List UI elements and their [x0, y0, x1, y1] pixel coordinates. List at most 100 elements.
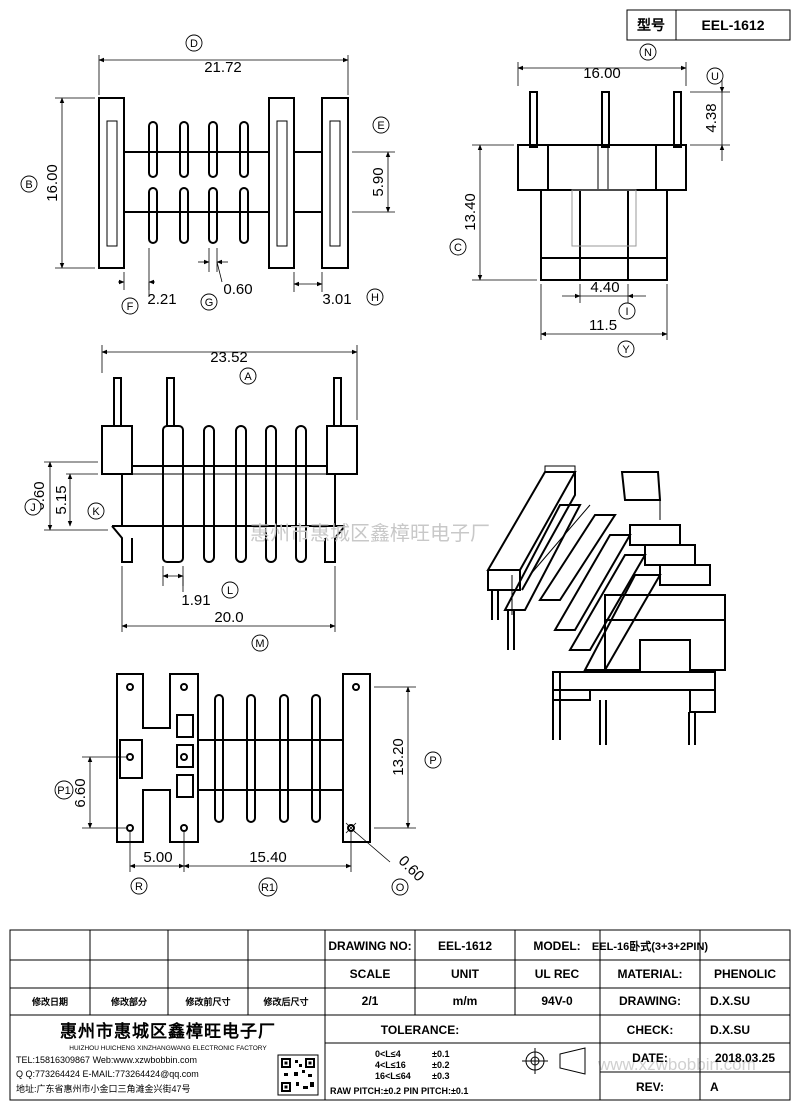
tolerance-label: TOLERANCE:	[381, 1023, 459, 1037]
dim-y-value: 11.5	[589, 317, 617, 334]
svg-text:D: D	[190, 38, 198, 50]
callout-c: C	[449, 238, 467, 256]
svg-text:F: F	[127, 301, 134, 313]
tol-value-3: ±0.3	[432, 1071, 449, 1081]
rev-header-before: 修改前尺寸	[184, 996, 230, 1007]
dim-m-value: 20.0	[214, 609, 243, 626]
rev-header-date: 修改日期	[31, 996, 68, 1007]
svg-text:J: J	[30, 502, 36, 514]
callout-d: D	[185, 34, 203, 52]
check-label: CHECK:	[627, 1023, 674, 1037]
side-view: 16.00 4.38 13.40 4.40 11.5	[462, 62, 730, 340]
dim-d-value: 21.72	[204, 59, 242, 76]
svg-text:R1: R1	[261, 882, 275, 894]
dim-h-value: 3.01	[322, 291, 351, 308]
watermark-center: 惠州市惠城区鑫樟旺电子厂	[250, 522, 490, 545]
svg-text:M: M	[255, 638, 264, 650]
callout-l: L	[221, 581, 239, 599]
callout-a: A	[239, 367, 257, 385]
unit-value: m/m	[453, 994, 478, 1008]
tol-value-1: ±0.1	[432, 1049, 449, 1059]
top-view: 21.72 16.00 5.90 2.21 0.60 3.01	[44, 55, 395, 308]
type-label: 型号	[637, 17, 665, 33]
material-label: MATERIAL:	[617, 967, 682, 981]
callout-i: I	[618, 302, 636, 320]
date-value: 2018.03.25	[715, 1051, 775, 1065]
svg-text:Y: Y	[622, 344, 630, 356]
callout-o: O	[391, 878, 409, 896]
tol-range-2: 4<L≤16	[375, 1060, 406, 1070]
dim-l-value: 1.91	[181, 592, 210, 609]
type-value: EEL-1612	[701, 17, 764, 33]
rev-header-after: 修改后尺寸	[262, 996, 308, 1007]
callout-b: B	[20, 175, 38, 193]
company-en: HUIZHOU HUICHENG XINZHANGWANG ELECTRONIC…	[69, 1045, 267, 1052]
date-label: DATE:	[632, 1051, 668, 1065]
svg-text:R: R	[135, 881, 143, 893]
dim-n-value: 16.00	[583, 65, 621, 82]
callout-m: M	[251, 634, 269, 652]
dim-i-value: 4.40	[590, 279, 619, 296]
watermark-bottom: www.xzwbobbin.com	[597, 1055, 756, 1074]
unit-label: UNIT	[451, 967, 480, 981]
svg-text:C: C	[454, 242, 462, 254]
callout-p1: P1	[54, 780, 74, 800]
rev-header-part: 修改部分	[110, 996, 147, 1007]
dim-e-value: 5.90	[370, 167, 387, 196]
qr-code	[277, 1054, 319, 1096]
material-value: PHENOLIC	[714, 967, 776, 981]
check-value: D.X.SU	[710, 1023, 750, 1037]
svg-text:P: P	[429, 755, 436, 767]
ul-rec-label: UL REC	[535, 967, 580, 981]
callout-p: P	[424, 751, 442, 769]
dim-g-value: 0.60	[223, 281, 252, 298]
svg-text:O: O	[396, 882, 405, 894]
projection-symbol	[522, 1047, 586, 1075]
svg-text:L: L	[227, 585, 233, 597]
svg-text:A: A	[244, 371, 252, 383]
tol-value-2: ±0.2	[432, 1060, 449, 1070]
dim-a-value: 23.52	[210, 349, 248, 366]
svg-text:E: E	[377, 120, 384, 132]
callout-j: J	[24, 498, 42, 516]
model-value: EEL-16卧式(3+3+2PIN)	[592, 939, 708, 953]
front-view: 23.52 6.60 5.15 1.91 20.0	[31, 345, 358, 632]
svg-text:K: K	[92, 506, 100, 518]
company-address: 地址:广东省惠州市小金口三角滩金兴街47号	[16, 1083, 191, 1094]
scale-value: 2/1	[362, 994, 379, 1008]
svg-text:U: U	[711, 71, 719, 83]
callout-r: R	[130, 877, 148, 895]
svg-text:I: I	[625, 306, 628, 318]
callout-f: F	[121, 297, 139, 315]
company-tel: TEL:15816309867 Web:www.xzwbobbin.com	[16, 1055, 197, 1065]
svg-text:H: H	[371, 292, 379, 304]
dim-k-value: 5.15	[53, 485, 70, 514]
svg-text:N: N	[644, 47, 652, 59]
rev-value: A	[710, 1080, 719, 1094]
callout-h: H	[366, 288, 384, 306]
tol-range-1: 0<L≤4	[375, 1049, 401, 1059]
drawing-by-value: D.X.SU	[710, 994, 750, 1008]
callout-u: U	[706, 67, 724, 85]
svg-text:B: B	[25, 179, 32, 191]
pitch-note: RAW PITCH:±0.2 PIN PITCH:±0.1	[330, 1086, 468, 1096]
dim-r1-value: 15.40	[249, 849, 287, 866]
callout-n: N	[639, 43, 657, 61]
dim-c-value: 13.40	[462, 193, 479, 231]
rev-label: REV:	[636, 1080, 664, 1094]
callout-balloons: D B E F G H N U C I Y A J K L M P P1 R R…	[20, 34, 724, 897]
drawing-no-value: EEL-1612	[438, 939, 492, 953]
header-box: 型号 EEL-1612	[626, 9, 791, 41]
drawing-by-label: DRAWING:	[619, 994, 681, 1008]
company-name: 惠州市惠城区鑫樟旺电子厂	[60, 1021, 276, 1041]
company-qq: Q Q:773264424 E-MAIL:773264424@qq.com	[16, 1069, 199, 1079]
callout-e: E	[372, 116, 390, 134]
drawing-no-label: DRAWING NO:	[328, 939, 411, 953]
scale-label: SCALE	[350, 967, 391, 981]
callout-g: G	[200, 293, 218, 311]
svg-text:P1: P1	[57, 785, 70, 797]
model-label: MODEL:	[533, 939, 580, 953]
dim-p1-value: 6.60	[72, 778, 89, 807]
ul-rec-value: 94V-0	[541, 994, 573, 1008]
